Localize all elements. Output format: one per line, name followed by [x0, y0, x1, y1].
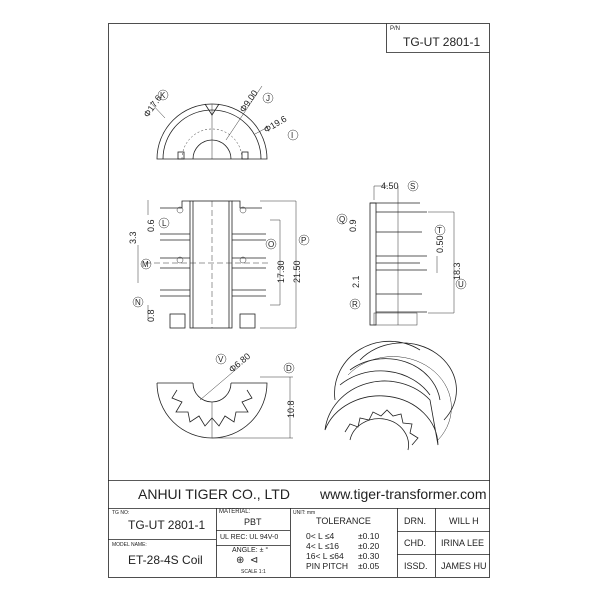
model-label: MODEL NAME: [112, 542, 147, 548]
tolerance-table: 0< L ≤4±0.10 4< L ≤16±0.20 16< L ≤64±0.3… [306, 531, 379, 571]
dim-10-8: 10.8 [286, 400, 296, 418]
callout-K: K [160, 91, 166, 100]
tolerance-row: 4< L ≤16±0.20 [306, 541, 380, 551]
callout-U: U [458, 280, 464, 289]
top-view: Φ17.6 Φ9.00 Φ19.6 K J I [141, 85, 299, 160]
dim-2-1: 2.1 [351, 275, 361, 288]
model-value: ET-28-4S Coil [128, 553, 203, 567]
title-block-grid [108, 480, 490, 577]
company-name: ANHUI TIGER CO., LTD [138, 486, 290, 502]
callout-J: J [266, 94, 270, 103]
dim-phi6-80: Φ6.80 [227, 351, 252, 375]
tolerance-row: 16< L ≤64±0.30 [306, 551, 380, 561]
front-view: 0.6 3.3 0.8 17.30 21.50 L M N O P [128, 200, 310, 329]
callout-S: S [410, 182, 415, 191]
chd-value: IRINA LEE [441, 538, 485, 548]
scale: SCALE 1:1 [241, 569, 266, 575]
callout-P: P [301, 236, 306, 245]
chd-label: CHD. [404, 538, 426, 548]
callout-M: M [142, 260, 149, 269]
dim-0-6: 0.6 [146, 219, 156, 232]
callout-V: V [218, 355, 224, 364]
drn-label: DRN. [404, 516, 426, 526]
callout-D: D [286, 364, 292, 373]
dim-phi19-6: Φ19.6 [262, 114, 288, 135]
dim-0-50: 0.50 [435, 235, 445, 253]
tolerance-row: 0< L ≤4±0.10 [306, 531, 380, 541]
company-website[interactable]: www.tiger-transformer.com [320, 486, 487, 502]
tg-no-value: TG-UT 2801-1 [128, 518, 206, 532]
angle-tolerance: ANGLE: ± ° [232, 547, 269, 554]
pn-label: P/N [390, 26, 401, 32]
dim-21-50: 21.50 [292, 260, 302, 283]
drn-value: WILL H [449, 516, 479, 526]
issd-label: ISSD. [404, 561, 428, 571]
callout-R: R [352, 300, 358, 309]
ul-rec: UL REC: UL 94V-0 [220, 534, 279, 541]
unit-label: UNIT: mm [293, 510, 316, 516]
side-view: 4.50 0.9 0.50 18.3 2.1 S Q T U R [336, 180, 467, 326]
sheet-frame [108, 23, 490, 578]
dim-18-3: 18.3 [452, 262, 462, 280]
pn-box [386, 23, 490, 53]
isometric-view [324, 340, 457, 451]
material-label: MATERIAL: [219, 509, 251, 515]
projection-symbol-icon: ⊕ ⊲ [236, 555, 259, 566]
tolerance-row: PIN PITCH±0.05 [306, 561, 380, 571]
dim-phi9-00: Φ9.00 [237, 88, 259, 114]
tg-no-label: TG NO: [112, 510, 130, 516]
callout-O: O [268, 240, 274, 249]
dim-3-3: 3.3 [128, 231, 138, 244]
tolerance-title: TOLERANCE [316, 516, 371, 526]
dim-0-8: 0.8 [146, 309, 156, 322]
pn-value: TG-UT 2801-1 [403, 35, 481, 49]
callout-I: I [291, 131, 293, 140]
bottom-view: Φ6.80 10.8 V D [156, 351, 296, 439]
callout-L: L [162, 219, 167, 228]
material-value: PBT [244, 517, 262, 527]
dim-17-30: 17.30 [276, 260, 286, 283]
dim-4-50: 4.50 [381, 181, 399, 191]
callout-Q: Q [339, 215, 345, 224]
callout-T: T [437, 226, 442, 235]
issd-value: JAMES HU [441, 561, 487, 571]
dim-0-9: 0.9 [348, 219, 358, 232]
callout-N: N [135, 298, 141, 307]
